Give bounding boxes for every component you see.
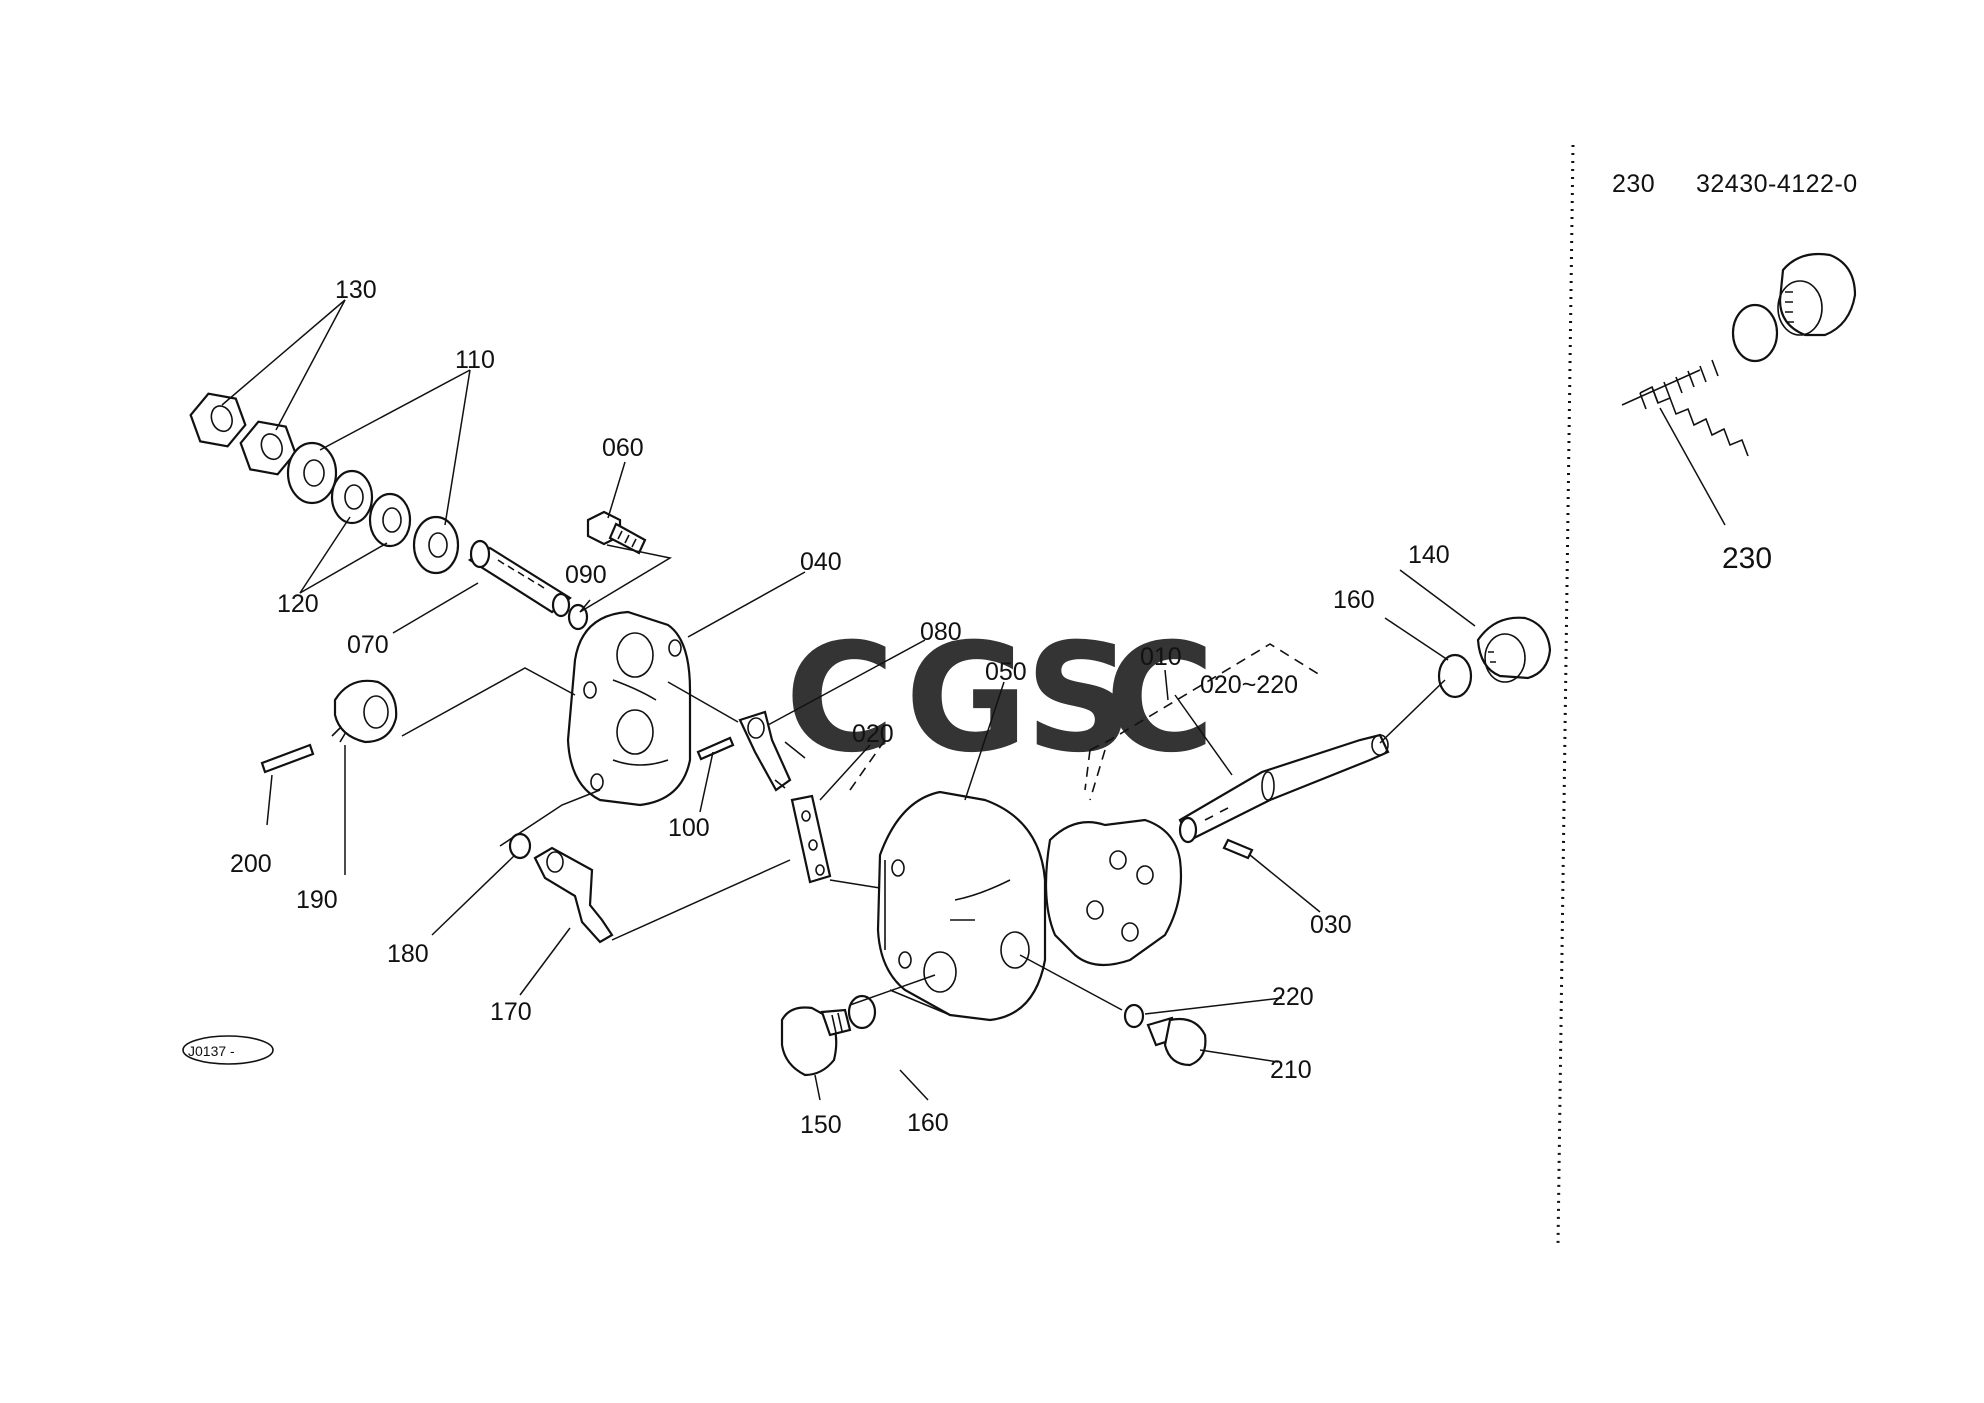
label-170: 170 — [490, 998, 532, 1026]
plug-140 — [1476, 616, 1552, 683]
part-labels: 130 110 120 070 060 090 040 080 050 010 … — [230, 276, 1450, 1139]
label-110: 110 — [455, 346, 495, 374]
inset-spring — [1621, 359, 1749, 457]
inset-relief-valve-230: 230 32430-4122-0 230 — [1612, 170, 1858, 575]
section-separator — [1556, 144, 1575, 1246]
label-180: 180 — [387, 940, 429, 968]
label-040: 040 — [800, 548, 842, 576]
inset-cap — [1777, 252, 1857, 337]
watermark-letter-c1: C — [785, 612, 895, 786]
o-ring-160-bottom — [847, 994, 877, 1030]
label-210: 210 — [1270, 1056, 1312, 1084]
label-160-bottom: 160 — [907, 1109, 949, 1137]
inset-leader — [1659, 407, 1726, 526]
inset-part-code: 32430-4122-0 — [1696, 170, 1858, 198]
label-200: 200 — [230, 850, 272, 878]
washer-110-b — [412, 515, 460, 575]
washer-120-a — [330, 469, 374, 525]
label-020: 020 — [852, 720, 894, 748]
label-140: 140 — [1408, 541, 1450, 569]
label-070: 070 — [347, 631, 389, 659]
stamp-text: J0137 - — [188, 1043, 235, 1059]
label-190: 190 — [296, 886, 338, 914]
pin-200 — [260, 743, 315, 774]
o-ring-220 — [1123, 1003, 1145, 1029]
pin-030 — [1222, 838, 1254, 860]
label-080: 080 — [920, 618, 962, 646]
label-100: 100 — [668, 814, 710, 842]
nut-130-a — [189, 392, 247, 448]
label-050: 050 — [985, 658, 1027, 686]
shaft-070 — [467, 539, 572, 618]
washer-120-b — [368, 492, 412, 548]
plug-210 — [1146, 1016, 1207, 1067]
shaft-assembly-upper — [189, 392, 832, 884]
nut-130-b — [239, 420, 297, 476]
shaft-010 — [1178, 733, 1390, 844]
washer-110-a — [286, 441, 338, 505]
link-plate-020 — [790, 794, 832, 884]
watermark-cgsc: C G S C — [785, 612, 1215, 786]
right-side-parts — [780, 616, 1552, 1077]
left-small-parts — [260, 679, 614, 944]
o-ring-160-right — [1437, 653, 1473, 699]
label-120: 120 — [277, 590, 319, 618]
label-030: 030 — [1310, 911, 1352, 939]
leader-lines — [221, 299, 1476, 1101]
pin-100 — [696, 736, 735, 761]
collar-190 — [331, 679, 398, 744]
shaft-170 — [533, 846, 614, 944]
watermark-letter-s: S — [1025, 612, 1133, 786]
assembly-lines — [401, 544, 1446, 1011]
watermark-letter-c2: C — [1105, 612, 1215, 786]
bolt-060 — [586, 510, 647, 555]
label-020-220: 020~220 — [1200, 671, 1298, 699]
inset-callout-230: 230 — [1722, 542, 1772, 575]
cover-plate-040 — [566, 610, 692, 807]
label-160-right: 160 — [1333, 586, 1375, 614]
label-130: 130 — [335, 276, 377, 304]
plug-150 — [780, 1006, 852, 1077]
pump-body-050 — [876, 790, 1183, 1022]
label-010: 010 — [1140, 643, 1182, 671]
label-090: 090 — [565, 561, 607, 589]
label-060: 060 — [602, 434, 644, 462]
label-150: 150 — [800, 1111, 842, 1139]
o-ring-180 — [508, 832, 532, 860]
inset-part-number: 230 — [1612, 170, 1655, 198]
watermark-letter-g: G — [905, 612, 1028, 786]
inset-o-ring — [1731, 303, 1779, 363]
label-220: 220 — [1272, 983, 1314, 1011]
lever-080 — [738, 710, 792, 792]
drawing-stamp: J0137 - — [182, 1035, 274, 1065]
